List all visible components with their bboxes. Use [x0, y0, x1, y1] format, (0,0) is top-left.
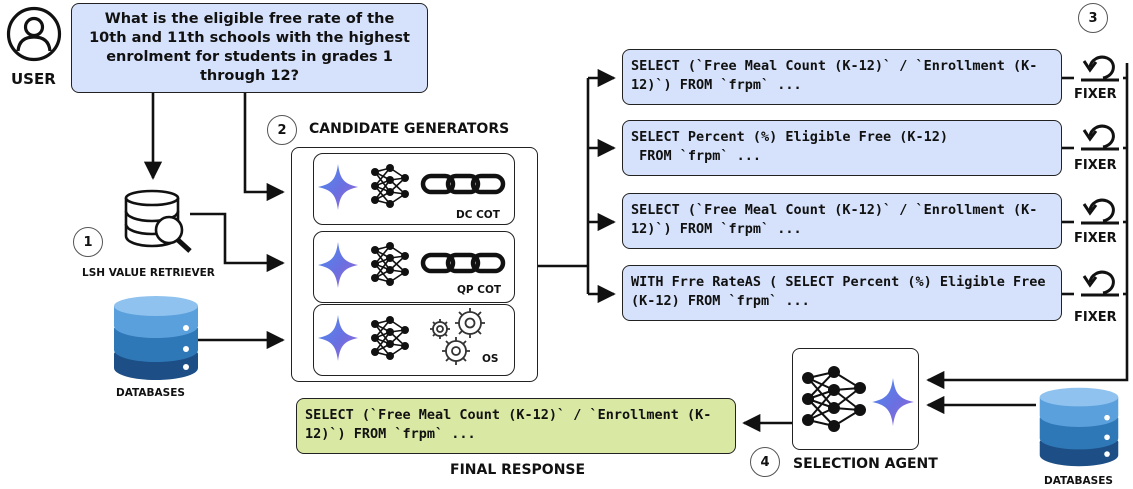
step-2-badge: 2	[267, 115, 297, 145]
selection-agent-label: SELECTION AGENT	[793, 456, 938, 472]
final-response-label: FINAL RESPONSE	[450, 462, 586, 478]
sparkle-icon	[318, 164, 358, 210]
chain-icon	[420, 252, 506, 274]
generator-dc-cot	[313, 153, 515, 225]
generator-qp-cot	[313, 231, 515, 303]
candidate-sql-2: SELECT Percent (%) Eligible Free (K-12) …	[622, 120, 1062, 176]
step-4-badge: 4	[750, 447, 780, 477]
generator-os-label: OS	[482, 353, 499, 365]
generator-os	[313, 304, 515, 376]
step-3-badge: 3	[1078, 3, 1108, 33]
neural-network-icon	[802, 366, 866, 432]
refresh-icon	[1081, 198, 1119, 225]
selection-agent-box	[792, 348, 919, 450]
generators-title: CANDIDATE GENERATORS	[309, 121, 510, 137]
generator-qp-cot-label: QP COT	[457, 284, 502, 296]
lsh-retriever-icon	[124, 189, 192, 253]
user-icon	[6, 6, 62, 62]
final-response-box: SELECT (`Free Meal Count (K-12)` / `Enro…	[296, 398, 736, 454]
database-right-icon	[1039, 387, 1119, 467]
candidate-sql-3: SELECT (`Free Meal Count (K-12)` / `Enro…	[622, 193, 1062, 249]
candidate-generators-panel	[291, 147, 538, 382]
user-label: USER	[11, 70, 56, 88]
candidate-sql-1: SELECT (`Free Meal Count (K-12)` / `Enro…	[622, 49, 1062, 105]
neural-network-icon	[371, 164, 409, 208]
fixer-label-1: FIXER	[1074, 87, 1117, 102]
sparkle-icon	[318, 315, 358, 361]
question-box: What is the eligible free rate of the 10…	[71, 3, 428, 93]
database-left-icon	[114, 296, 198, 380]
step-1-badge: 1	[73, 227, 103, 257]
sparkle-icon	[318, 242, 358, 288]
retriever-label: LSH VALUE RETRIEVER	[82, 267, 215, 279]
fixer-label-2: FIXER	[1074, 158, 1117, 173]
refresh-icon	[1081, 55, 1119, 82]
gears-icon	[430, 308, 485, 365]
refresh-icon	[1081, 124, 1119, 151]
refresh-icon	[1081, 270, 1119, 297]
neural-network-icon	[371, 316, 409, 360]
generator-dc-cot-label: DC COT	[456, 209, 500, 221]
sparkle-icon	[872, 378, 914, 426]
neural-network-icon	[371, 242, 409, 286]
databases-left-label: DATABASES	[116, 387, 185, 399]
chain-icon	[420, 173, 506, 195]
fixer-label-3: FIXER	[1074, 231, 1117, 246]
candidate-sql-4: WITH Frre RateAS ( SELECT Percent (%) El…	[622, 265, 1062, 321]
databases-right-label: DATABASES	[1044, 475, 1113, 487]
fixer-label-4: FIXER	[1074, 310, 1117, 325]
